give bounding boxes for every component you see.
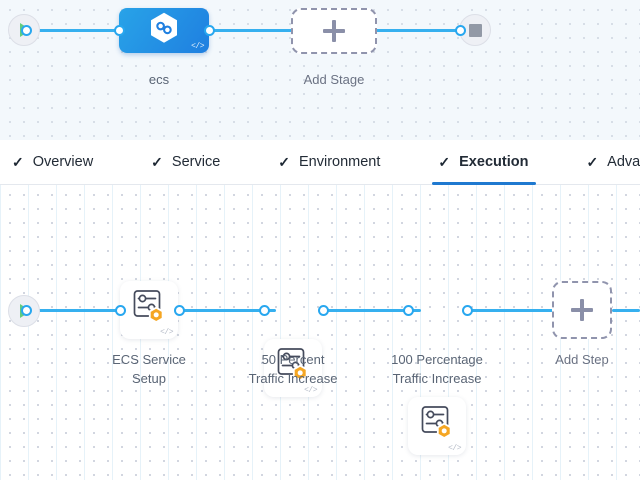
step-settings-icon xyxy=(131,288,167,329)
step-settings-icon xyxy=(419,404,455,445)
pipeline-stage-canvas: </> ecs Add Stage xyxy=(0,0,640,140)
canvas-dot-grid xyxy=(0,185,640,480)
code-view-icon[interactable]: </> xyxy=(304,386,317,395)
tab-execution[interactable]: ✓ Execution xyxy=(432,140,550,185)
start-node-port[interactable] xyxy=(21,25,32,36)
step-node-ecs-service-setup[interactable]: </> xyxy=(120,281,178,339)
connector-step-3-to-add-step xyxy=(469,309,553,312)
check-icon: ✓ xyxy=(586,154,599,170)
execution-start-port[interactable] xyxy=(21,305,32,316)
tab-label: Overview xyxy=(32,154,94,170)
tab-label: Service xyxy=(171,154,221,170)
step-label: 50 Percent Traffic Increase xyxy=(248,352,338,386)
tab-label: Advanced xyxy=(607,154,640,170)
tab-environment[interactable]: ✓ Environment xyxy=(272,140,402,185)
check-icon: ✓ xyxy=(151,154,163,170)
code-view-icon[interactable]: </> xyxy=(191,42,204,51)
stage-config-tab-bar: ✓ Overview ✓ Service ✓ Environment ✓ Exe… xyxy=(0,140,640,185)
execution-steps-canvas: </> ECS Service Setup </> 50 Percent xyxy=(0,185,640,480)
tab-label: Execution xyxy=(459,154,529,170)
step-3-output-port[interactable] xyxy=(462,305,473,316)
connector-add-stage-to-end xyxy=(376,29,460,32)
stage-node-ecs[interactable]: </> xyxy=(119,8,209,53)
tab-label: Environment xyxy=(299,154,381,170)
connector-start-to-step-1 xyxy=(28,309,123,312)
code-view-icon[interactable]: </> xyxy=(448,444,461,453)
step-settings-icon xyxy=(275,346,311,387)
add-step-button[interactable] xyxy=(552,281,612,339)
connector-add-step-outgoing xyxy=(612,309,640,312)
end-node-port[interactable] xyxy=(455,25,466,36)
step-1-input-port[interactable] xyxy=(115,305,126,316)
tab-service[interactable]: ✓ Service xyxy=(145,140,242,185)
step-node-50-percent-traffic-increase[interactable]: </> xyxy=(264,339,322,397)
connector-step-1-to-step-2 xyxy=(181,309,276,312)
step-label: ECS Service Setup xyxy=(112,352,186,386)
step-2-output-port[interactable] xyxy=(318,305,329,316)
add-stage-label: Add Stage xyxy=(303,72,365,87)
stop-icon xyxy=(468,23,482,37)
add-step-label: Add Step xyxy=(555,352,609,367)
active-tab-underline xyxy=(432,181,537,185)
stage-input-port[interactable] xyxy=(114,25,125,36)
add-stage-button[interactable] xyxy=(291,8,377,54)
tab-overview[interactable]: ✓ Overview xyxy=(6,140,115,185)
harness-hexagon-icon xyxy=(149,11,179,48)
step-label: 100 Percentage Traffic Increase xyxy=(391,352,483,386)
step-node-100-percentage-traffic-increase[interactable]: </> xyxy=(408,397,466,455)
code-view-icon[interactable]: </> xyxy=(160,328,173,337)
stage-card[interactable]: </> xyxy=(119,8,209,53)
check-icon: ✓ xyxy=(12,154,24,170)
plus-icon xyxy=(323,20,345,42)
connector-ecs-to-add-stage xyxy=(206,29,292,32)
plus-icon xyxy=(571,299,593,321)
tab-advanced[interactable]: ✓ Advanced xyxy=(580,140,640,185)
check-icon: ✓ xyxy=(438,154,451,170)
step-3-input-port[interactable] xyxy=(403,305,414,316)
step-1-output-port[interactable] xyxy=(174,305,185,316)
stage-output-port[interactable] xyxy=(204,25,215,36)
step-2-input-port[interactable] xyxy=(259,305,270,316)
connector-start-to-ecs xyxy=(28,29,120,32)
check-icon: ✓ xyxy=(278,154,290,170)
connector-step-2-to-step-3 xyxy=(325,309,421,312)
stage-label: ecs xyxy=(148,72,170,87)
